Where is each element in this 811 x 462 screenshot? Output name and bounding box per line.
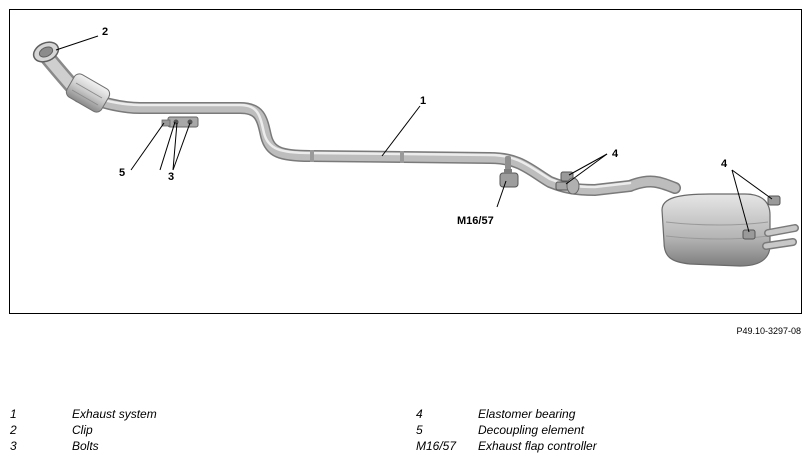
legend: 1 Exhaust system 2 Clip 3 Bolts 4 Elasto… (0, 407, 811, 462)
leader-lines (55, 35, 773, 233)
legend-number: 2 (10, 423, 17, 437)
exhaust-flap-controller (499, 169, 519, 188)
legend-number: 3 (10, 439, 17, 453)
legend-description: Exhaust flap controller (478, 439, 597, 453)
legend-number: 5 (416, 423, 423, 437)
callout-4-middle: 4 (612, 148, 619, 160)
legend-description: Bolts (72, 439, 99, 453)
front-pipe-catalytic-converter (32, 41, 111, 113)
legend-description: Decoupling element (478, 423, 585, 437)
legend-description: Exhaust system (72, 407, 157, 421)
legend-number: 4 (416, 407, 423, 421)
callout-4-rear: 4 (721, 158, 728, 170)
legend-number: M16/57 (416, 439, 457, 453)
legend-description: Clip (72, 423, 93, 437)
exhaust-system-illustration: 2 1 5 3 4 4 M16/57 (32, 26, 799, 267)
callout-5: 5 (119, 167, 125, 179)
callout-m16-57: M16/57 (457, 215, 494, 227)
rear-muffler (661, 193, 799, 267)
diagram-frame: 2 1 5 3 4 4 M16/57 (9, 9, 802, 314)
callout-2: 2 (102, 26, 108, 38)
elastomer-bearing-middle (555, 171, 580, 195)
front-hanger-bracket (161, 116, 199, 128)
callout-1: 1 (420, 95, 426, 107)
callout-3: 3 (168, 171, 174, 183)
legend-number: 1 (10, 407, 17, 421)
reference-code: P49.10-3297-08 (736, 326, 801, 336)
legend-description: Elastomer bearing (478, 407, 576, 421)
exhaust-pipe (74, 89, 681, 197)
